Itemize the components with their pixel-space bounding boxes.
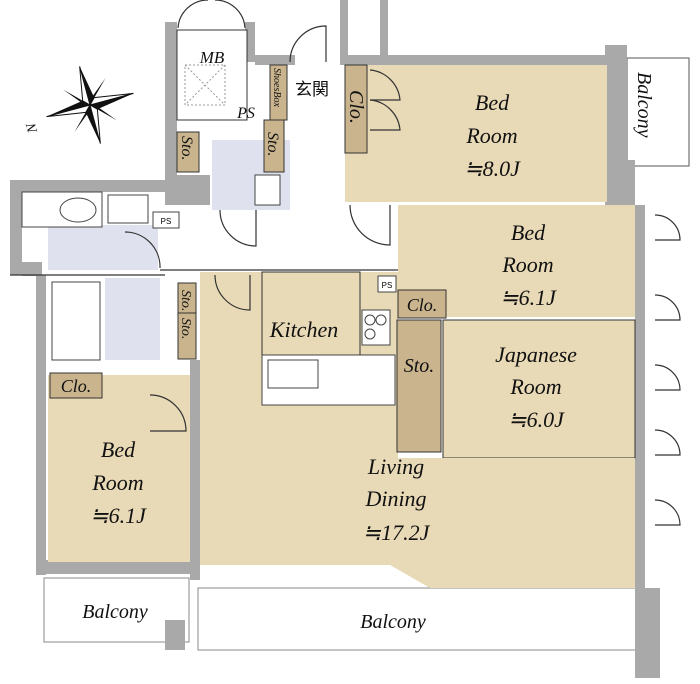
clo-label: Clo.	[407, 295, 438, 315]
closet-right	[397, 289, 447, 319]
bed-room-right-label: Bed Room ≒6.1J	[500, 220, 557, 310]
kitchen-label: Kitchen	[269, 317, 338, 342]
balcony-top-right-label: Balcony	[633, 72, 655, 138]
svg-text:≒6.1J: ≒6.1J	[90, 503, 147, 528]
svg-text:Room: Room	[509, 374, 561, 399]
bed-room-left-label: Bed Room ≒6.1J	[90, 437, 147, 528]
clo-label: Clo.	[345, 90, 367, 124]
svg-text:Bed: Bed	[475, 90, 510, 115]
doors	[124, 0, 681, 526]
cooktop	[361, 309, 391, 346]
ps-small-label: PS	[161, 217, 172, 226]
closet-left	[49, 372, 103, 399]
svg-text:Bed: Bed	[101, 437, 136, 462]
compass-north-label: N	[24, 121, 41, 136]
svg-text:Living: Living	[367, 454, 424, 479]
clo-label: Clo.	[61, 376, 92, 396]
sto-label: Sto.	[178, 136, 195, 160]
kitchen-sink	[267, 359, 319, 389]
svg-text:Japanese: Japanese	[495, 342, 577, 367]
walls	[10, 0, 660, 678]
bed-room-top-label: Bed Room ≒8.0J	[464, 90, 521, 181]
balcony-bottom-left-label: Balcony	[82, 601, 148, 623]
bathtub	[51, 281, 101, 361]
japanese-room-label: Japanese Room ≒6.0J	[495, 342, 577, 432]
svg-text:Bed: Bed	[511, 220, 546, 245]
ps-small-label: PS	[382, 281, 393, 290]
svg-text:Room: Room	[501, 252, 553, 277]
svg-text:Dining: Dining	[364, 486, 426, 511]
storage-toilet	[176, 131, 200, 173]
washroom	[48, 225, 158, 270]
sto-label: Sto.	[264, 132, 281, 156]
mb-label: MB	[199, 48, 225, 67]
shoes-box-label: ShoesBox	[271, 68, 282, 107]
svg-text:Room: Room	[91, 470, 143, 495]
compass-icon	[46, 66, 134, 144]
balcony-bottom-left	[43, 577, 190, 643]
svg-text:≒8.0J: ≒8.0J	[464, 156, 521, 181]
sto-label: Sto.	[178, 318, 193, 339]
closet-top	[344, 64, 368, 154]
ps-label: PS	[236, 105, 255, 122]
balcony-bottom-main	[197, 587, 639, 651]
bed-room-top	[345, 65, 607, 202]
balcony-bottom-main-label: Balcony	[360, 611, 426, 633]
balcony-top-right	[626, 57, 690, 167]
svg-text:≒17.2J: ≒17.2J	[363, 520, 431, 545]
storage-hall-2	[177, 312, 197, 360]
entrance-label: 玄関	[295, 80, 329, 100]
bathroom	[105, 278, 160, 360]
kitchen-area	[261, 271, 361, 358]
bed-room-left	[48, 375, 190, 562]
svg-text:≒6.1J: ≒6.1J	[500, 285, 557, 310]
svg-text:Room: Room	[465, 123, 517, 148]
sto-label: Sto.	[404, 355, 435, 377]
storage-entry	[263, 119, 285, 173]
storage-right	[396, 319, 442, 453]
japanese-room	[442, 319, 636, 459]
sto-label: Sto.	[178, 290, 193, 311]
living-dining-label: Living Dining ≒17.2J	[363, 454, 431, 545]
svg-text:≒6.0J: ≒6.0J	[508, 407, 565, 432]
